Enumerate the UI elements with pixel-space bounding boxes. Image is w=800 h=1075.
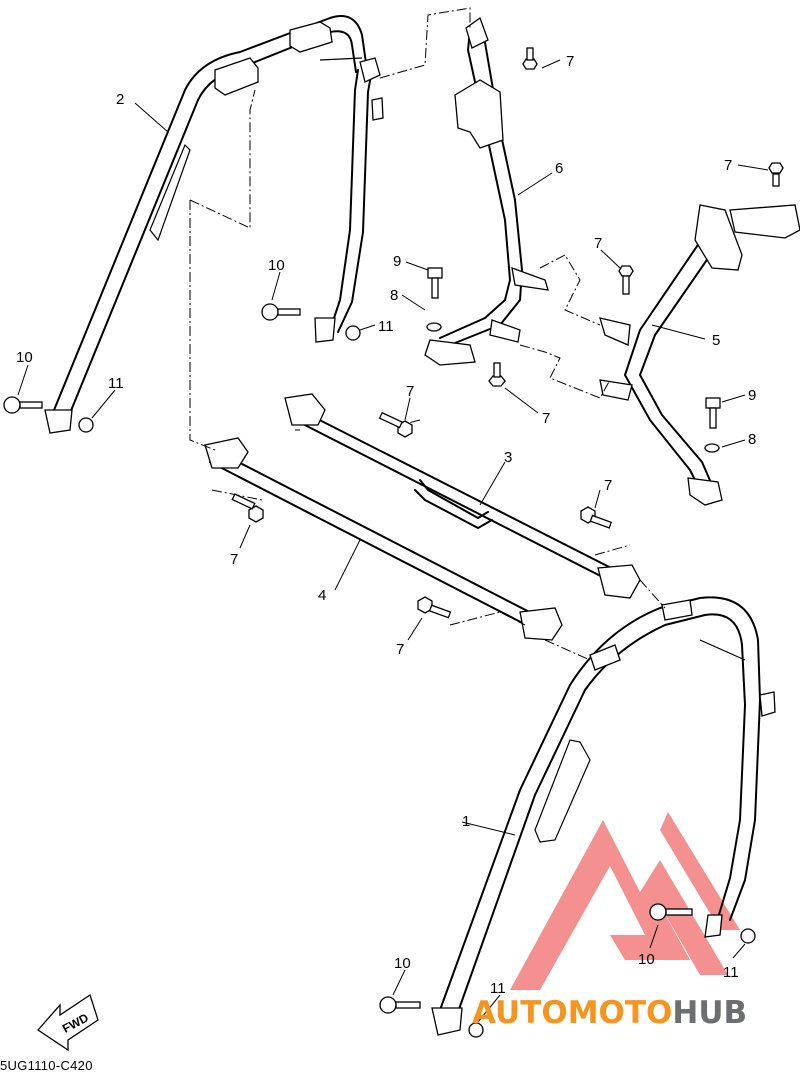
bolt-icon	[378, 411, 413, 438]
watermark-text-a: AUTOMOTO	[472, 995, 672, 1031]
leader-lines	[17, 59, 769, 1023]
callout-11: 11	[723, 964, 739, 981]
fwd-arrow-icon: FWD	[37, 993, 99, 1052]
washer-icon	[426, 322, 442, 332]
callout-7: 7	[230, 551, 238, 568]
bolt-icon	[618, 265, 634, 295]
callout-9: 9	[748, 387, 756, 404]
bolt-icon	[649, 903, 693, 921]
bolt-icon	[580, 506, 613, 529]
callout-8: 8	[748, 431, 756, 448]
part-1-front-bar	[431, 596, 776, 1036]
fasteners	[3, 47, 784, 1038]
washer-icon	[704, 443, 720, 453]
part-2-rear-left-bar	[44, 15, 384, 434]
nut-icon	[78, 417, 94, 433]
callout-11: 11	[490, 980, 506, 997]
callout-10: 10	[268, 257, 285, 274]
bolt-icon	[379, 996, 421, 1014]
callout-10: 10	[638, 951, 655, 968]
bolt-icon	[522, 47, 538, 70]
callout-7: 7	[542, 410, 550, 427]
watermark-text-b: HUB	[672, 995, 747, 1031]
diagram-code: 5UG1110-C420	[0, 1058, 93, 1073]
watermark-text: AUTOMOTOHUB	[472, 995, 747, 1031]
callout-7: 7	[406, 383, 414, 400]
callout-6: 6	[555, 160, 563, 177]
bolt-icon	[3, 396, 43, 414]
callout-7: 7	[604, 477, 612, 494]
callout-9: 9	[393, 253, 401, 270]
assembly-lines	[189, 7, 666, 661]
nut-icon	[468, 1022, 484, 1038]
nut-icon	[740, 928, 756, 944]
callout-10: 10	[394, 955, 411, 972]
callouts: 1 2 3 4 5 6 7 7 7 7 7 7 7 7 8 8 9 9 10 1…	[16, 53, 756, 997]
callout-11: 11	[378, 318, 394, 335]
bolt-icon	[427, 267, 443, 299]
bolt-icon	[417, 596, 452, 619]
bolt-icon	[231, 493, 264, 523]
watermark-logo	[510, 812, 740, 990]
callout-3: 3	[504, 449, 512, 466]
callout-8: 8	[390, 287, 398, 304]
nut-icon	[345, 325, 361, 341]
callout-5: 5	[712, 332, 720, 349]
callout-2: 2	[116, 91, 124, 108]
callout-7: 7	[396, 641, 404, 658]
callout-11: 11	[108, 375, 124, 392]
part-6-rear-upright	[424, 16, 549, 366]
bolt-icon	[705, 397, 721, 429]
callout-7: 7	[566, 53, 574, 70]
callout-1: 1	[462, 813, 470, 830]
callout-10: 10	[16, 349, 33, 366]
bolt-icon	[768, 162, 784, 187]
callout-7: 7	[594, 235, 602, 252]
part-3-cross-bar	[284, 393, 641, 599]
bolt-icon	[488, 362, 506, 387]
callout-7: 7	[724, 157, 732, 174]
part-5-rear-right-bar	[599, 204, 800, 506]
callout-4: 4	[318, 587, 326, 604]
bolt-icon	[261, 303, 301, 321]
part-4-cross-bar	[204, 437, 563, 641]
